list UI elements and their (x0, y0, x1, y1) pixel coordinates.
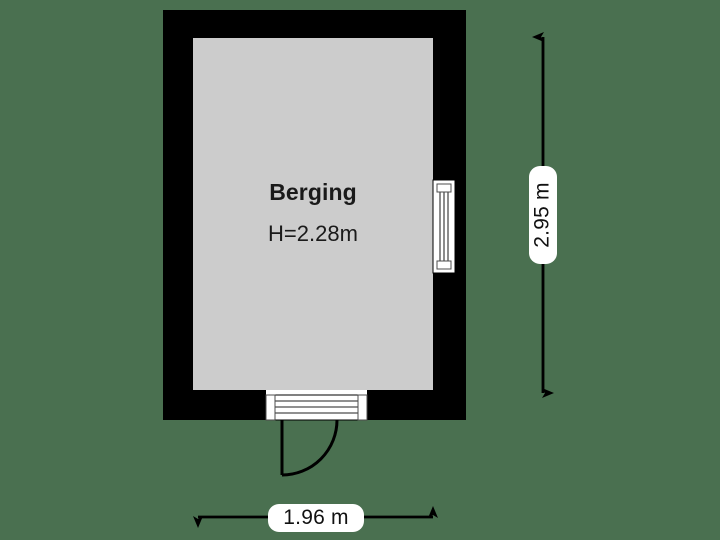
door-south-jamb-right (357, 394, 368, 421)
dimension-label-vertical: 2.95 m (529, 166, 557, 264)
floor-group (193, 38, 433, 390)
window-east-sash-top (436, 183, 452, 193)
door-south-jamb-left (265, 394, 276, 421)
dimension-label-vertical-text: 2.95 m (531, 182, 554, 248)
dimension-label-horizontal-text: 1.96 m (283, 506, 349, 529)
window-east (432, 179, 456, 274)
room-floor-berging (193, 38, 433, 390)
door-south (265, 390, 368, 477)
door-south-swing-arc (281, 419, 339, 477)
window-east-sash-bottom (436, 260, 452, 270)
dimension-label-horizontal: 1.96 m (268, 504, 364, 532)
